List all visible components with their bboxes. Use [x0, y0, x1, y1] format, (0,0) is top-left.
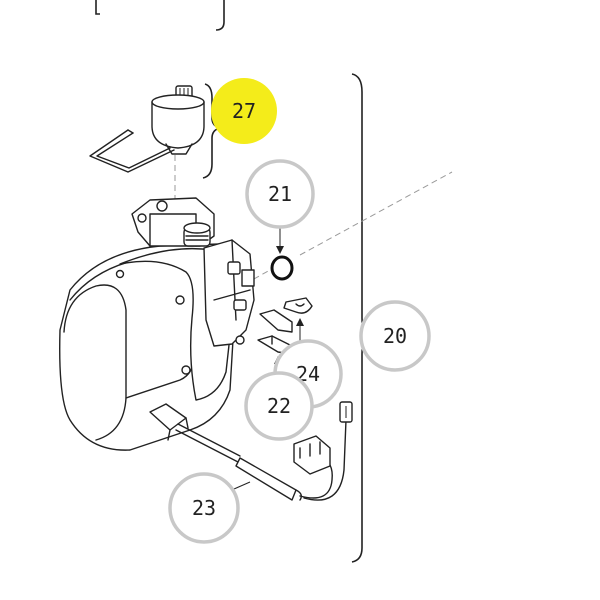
callout-label-22: 22: [267, 394, 291, 418]
callout-21: 21: [245, 159, 315, 229]
callout-label-23: 23: [192, 496, 216, 520]
callout-27: 27: [211, 78, 277, 144]
callout-ring-21: [245, 159, 315, 229]
leader-21-arrow: [276, 246, 284, 254]
top-frame-fragment: [95, 0, 225, 31]
callout-ring-22: [244, 371, 314, 441]
o-ring: [270, 255, 294, 281]
callout-label-20: 20: [383, 324, 407, 348]
callout-label-21: 21: [268, 182, 292, 206]
guide-line-oring: [299, 171, 453, 256]
callout-label-27: 27: [232, 99, 256, 123]
callout-22: 22: [244, 371, 314, 441]
leader-24-arrow: [296, 318, 304, 326]
callout-20: 20: [359, 300, 431, 372]
callout-ring-20: [359, 300, 431, 372]
retaining-clip-wire: [89, 129, 175, 173]
callout-23: 23: [168, 472, 240, 544]
callout-ring-27: [211, 78, 277, 144]
retaining-clip-small: [283, 297, 313, 314]
sensor-connector: [293, 401, 353, 475]
pump-assembly: [59, 197, 255, 451]
callout-ring-23: [168, 472, 240, 544]
sensor-cable-probe: [175, 419, 347, 501]
air-vent-valve: [151, 85, 205, 155]
